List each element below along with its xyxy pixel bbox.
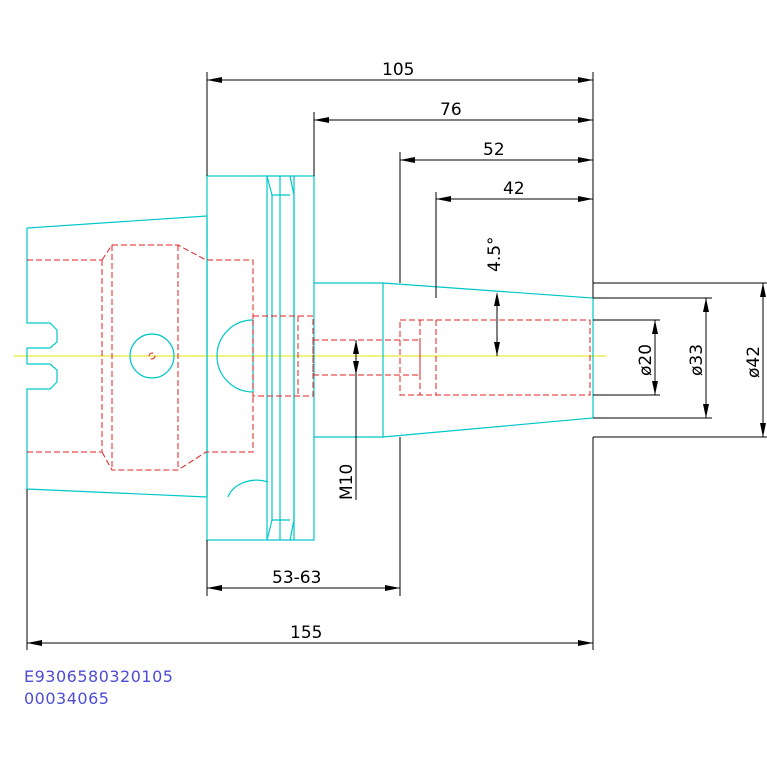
hidden-lines [27,244,591,471]
dim-105-label: 105 [382,60,414,80]
part-outline [26,175,594,541]
dim-52-label: 52 [483,140,505,160]
shank-hole-outline [129,333,175,379]
dim-76-label: 76 [440,100,462,120]
dim-m10-label: M10 [337,464,357,500]
dim-dia42-label: ø42 [744,346,764,378]
part-code-line-2: 00034065 [24,689,110,708]
part-code-line-1: E9306580320105 [24,667,174,686]
dimension-lines [26,72,767,650]
dim-155-label: 155 [290,623,322,643]
dim-42-label: 42 [503,179,525,199]
dim-angle-label: 4.5° [485,236,505,272]
dim-dia20-label: ø20 [636,344,656,376]
dim-dia33-label: ø33 [687,344,707,376]
dim-53-63-label: 53-63 [272,568,321,588]
